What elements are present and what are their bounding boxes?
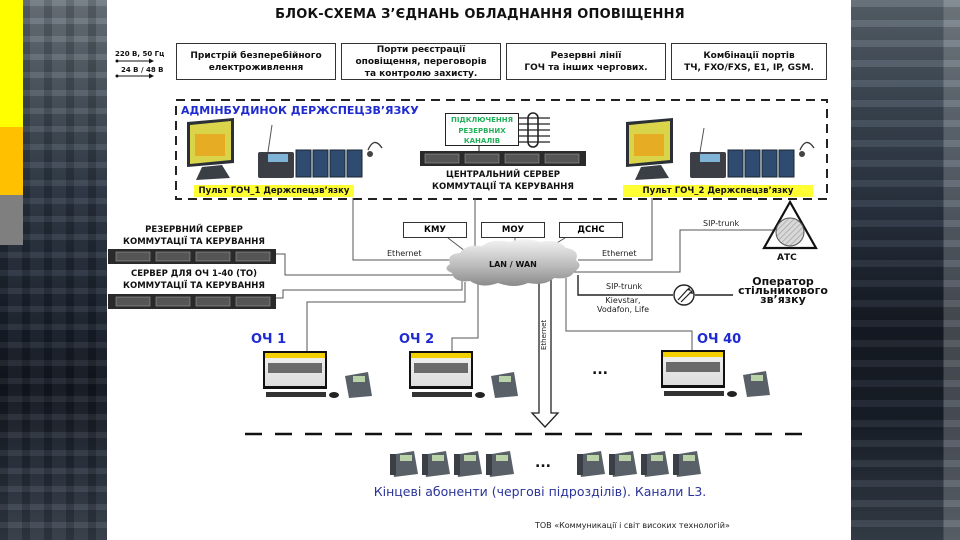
link-och40 <box>565 278 693 355</box>
subscriber-phone-icon <box>577 451 605 477</box>
ethernet-down-arrow <box>530 280 560 428</box>
och-40-workstation <box>661 350 770 397</box>
cloud-label: LAN / WAN <box>489 260 537 269</box>
och-server-label: СЕРВЕР ДЛЯ ОЧ 1-40 (ТО) КОММУТАЦІЇ ТА КЕ… <box>123 269 265 291</box>
node-kmu: КМУ <box>403 222 467 238</box>
background-server-rack-right <box>851 0 960 540</box>
link-och1 <box>306 282 466 371</box>
och-1-label: ОЧ 1 <box>251 332 287 347</box>
backup-server-label: РЕЗЕРВНИЙ СЕРВЕР КОММУТАЦІЇ ТА КЕРУВАННЯ <box>123 225 265 247</box>
och-2-workstation <box>409 351 518 398</box>
box-backup-lines: Резервні лінії ГОЧ та інших чергових. <box>506 43 666 80</box>
atc-label: АТС <box>777 253 797 263</box>
backup-server-rack <box>108 249 276 264</box>
console-1-devices <box>187 118 383 180</box>
console-2-label: Пульт ГОЧ_2 Держспецзв’язку <box>623 185 813 197</box>
link-atc-sip <box>572 229 780 273</box>
lan-wan-cloud-icon <box>446 239 580 286</box>
console-1-label: Пульт ГОЧ_1 Держспецзв’язку <box>194 185 354 197</box>
node-mou: МОУ <box>481 222 545 238</box>
link-och2 <box>451 284 479 360</box>
subscriber-phone-icon <box>454 451 482 477</box>
console-2-devices <box>626 118 815 180</box>
page-title: БЛОК-СХЕМА З’ЄДНАНЬ ОБЛАДНАННЯ ОПОВІЩЕНН… <box>275 7 685 22</box>
link-console1-ethernet <box>352 198 450 261</box>
mobile-operators-label: Kievstar, Vodafon, Life <box>597 296 650 314</box>
backup-channels-box: ПІДКЛЮЧЕННЯ РЕЗЕРВНИХ КАНАЛІВ <box>445 113 519 146</box>
subscriber-phone-icon <box>641 451 669 477</box>
backup-channels-bundle-icon <box>478 112 550 152</box>
accent-bar-orange <box>0 127 23 195</box>
subscriber-phone-icon <box>609 451 637 477</box>
sip-trunk-atc-label: SIP-trunk <box>703 219 740 228</box>
subscribers-ellipsis: ... <box>535 455 551 471</box>
sip-trunk-mobile-label: SIP-trunk <box>606 282 643 291</box>
central-server-rack <box>420 151 586 166</box>
end-subscriber-phones <box>390 451 701 477</box>
mobile-operator-link-icon <box>673 284 695 306</box>
accent-bar-gray <box>0 195 23 245</box>
och-40-label: ОЧ 40 <box>697 332 742 347</box>
accent-bar-yellow <box>0 0 23 127</box>
company-footer: ТОВ «Коммуникації і світ високих техноло… <box>535 521 730 530</box>
och-1-workstation <box>263 351 372 398</box>
link-mobile-sip <box>577 275 673 296</box>
box-port-combinations: Комбінації портів ТЧ, FXO/FXS, E1, IP, G… <box>671 43 827 80</box>
subscriber-phone-icon <box>390 451 418 477</box>
power-label-220v: 220 В, 50 Гц <box>115 50 165 58</box>
power-label-24v: 24 В / 48 В <box>121 66 164 74</box>
end-subscribers-caption: Кінцеві абоненти (чергові підрозділів). … <box>373 484 707 499</box>
och-server-rack <box>108 294 276 309</box>
ethernet-label-vertical: Ethernet <box>540 319 548 350</box>
subscriber-phone-icon <box>673 451 701 477</box>
subscriber-phone-icon <box>422 451 450 477</box>
box-registration-ports: Порти реєстрації оповіщення, переговорів… <box>341 43 501 80</box>
box-ups: Пристрій безперебійного електроживлення <box>176 43 336 80</box>
link-kmu <box>447 237 466 252</box>
link-console2-ethernet <box>578 198 653 261</box>
ethernet-label-left: Ethernet <box>387 249 422 258</box>
atc-exchange-icon <box>762 199 818 250</box>
stations-ellipsis: ... <box>592 362 608 378</box>
ethernet-label-right: Ethernet <box>602 249 637 258</box>
power-arrow-24v <box>115 73 154 79</box>
link-och-server <box>276 280 463 299</box>
central-server-label: ЦЕНТРАЛЬНИЙ СЕРВЕР КОММУТАЦІЇ ТА КЕРУВАН… <box>432 170 574 192</box>
link-backup-server <box>276 253 454 276</box>
och-2-label: ОЧ 2 <box>399 332 435 347</box>
admin-building-title: АДМІНБУДИНОК ДЕРЖСПЕЦЗВ’ЯЗКУ <box>181 104 419 117</box>
power-arrow-220v <box>115 58 154 64</box>
mobile-operator-label: Оператор стільникового зв’язку <box>738 275 828 306</box>
node-dsns: ДСНС <box>559 222 623 238</box>
subscriber-phone-icon <box>486 451 514 477</box>
